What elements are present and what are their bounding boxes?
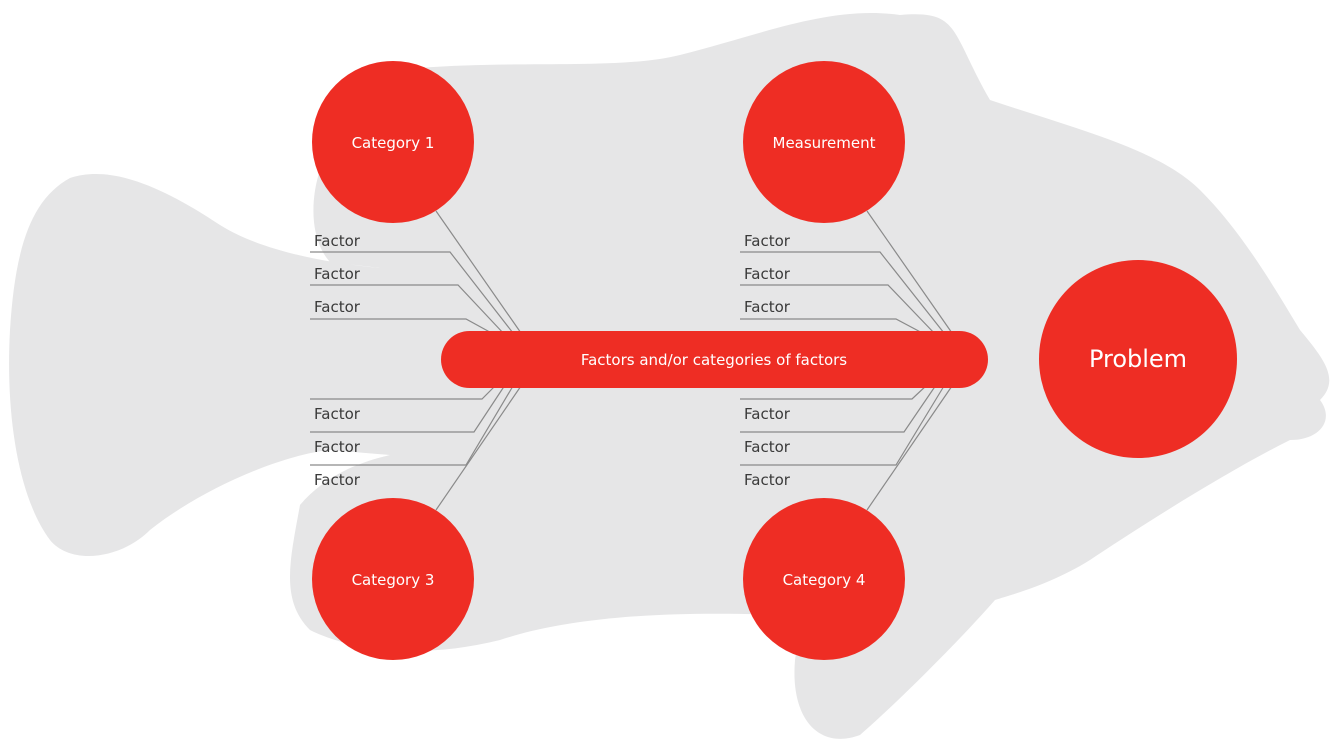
connector-lines xyxy=(310,210,953,511)
factor-label: Factor xyxy=(314,471,361,489)
category-connector-line xyxy=(866,210,953,334)
spine-bar xyxy=(441,331,988,388)
category-1-label: Category 1 xyxy=(352,134,435,152)
factor-branch-line xyxy=(310,385,514,466)
category-connector-line xyxy=(435,385,522,511)
category-3-label: Category 3 xyxy=(352,571,435,589)
measurement-label: Measurement xyxy=(773,134,876,152)
factor-branch-line xyxy=(310,318,498,337)
factor-branch-line xyxy=(310,383,498,400)
factor-branch-line xyxy=(740,384,937,433)
factor-label: Factor xyxy=(744,265,791,283)
factor-label: Factor xyxy=(744,438,791,456)
factor-branch-line xyxy=(310,251,514,334)
factor-branch-line xyxy=(740,385,945,466)
factor-label: Factor xyxy=(314,298,361,316)
factor-label: Factor xyxy=(744,298,791,316)
factor-label: Factor xyxy=(744,405,791,423)
category-4-circle xyxy=(743,498,905,660)
factor-branch-line xyxy=(310,384,506,433)
problem-circle xyxy=(1039,260,1237,458)
factor-label: Factor xyxy=(744,232,791,250)
factor-label: Factor xyxy=(314,265,361,283)
measurement-circle xyxy=(743,61,905,223)
factor-label: Factor xyxy=(314,405,361,423)
factor-label: Factor xyxy=(744,471,791,489)
category-4-label: Category 4 xyxy=(783,571,866,589)
category-3-circle xyxy=(312,498,474,660)
factor-branch-line xyxy=(740,284,937,336)
spine-label: Factors and/or categories of factors xyxy=(581,351,847,369)
problem-label: Problem xyxy=(1089,345,1187,373)
factor-branch-line xyxy=(310,284,506,336)
factor-branch-line xyxy=(740,383,929,400)
factor-label: Factor xyxy=(314,232,361,250)
category-connector-line xyxy=(866,385,953,511)
factor-branch-line xyxy=(740,251,945,334)
factor-label: Factor xyxy=(314,438,361,456)
category-connector-line xyxy=(435,210,522,334)
factor-branch-line xyxy=(740,318,929,337)
category-1-circle xyxy=(312,61,474,223)
